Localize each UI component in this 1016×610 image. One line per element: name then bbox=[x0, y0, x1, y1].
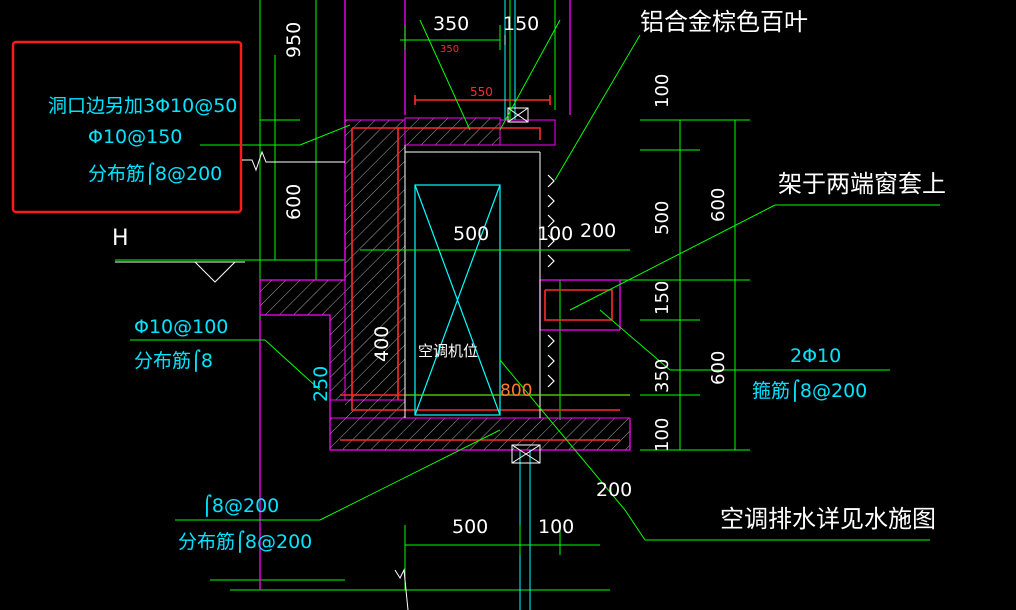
dim-v-400: 400 bbox=[371, 326, 393, 362]
leader-lines bbox=[130, 19, 940, 541]
level-mark bbox=[115, 261, 245, 283]
louver-blades bbox=[547, 174, 555, 388]
note-box-line1: 洞口边另加3Φ10@50 bbox=[48, 95, 237, 117]
note-louver: 铝合金棕色百叶 bbox=[640, 8, 808, 36]
dim-r-600-top: 600 bbox=[708, 188, 729, 222]
dim-v-250: 250 bbox=[310, 366, 332, 402]
note-right-line1: 2Φ10 bbox=[790, 345, 841, 367]
dim-v-600-left: 600 bbox=[283, 184, 305, 220]
right-dimension-lines bbox=[640, 119, 750, 451]
note-left-line1: Φ10@100 bbox=[134, 316, 228, 338]
dim-v-950: 950 bbox=[283, 22, 305, 58]
break-marks bbox=[242, 150, 409, 610]
dim-top-350-small: 350 bbox=[440, 44, 459, 55]
note-box-line3: 分布筋⌠8@200 bbox=[88, 162, 222, 185]
bottom-dimension-lines bbox=[260, 0, 630, 590]
louver-frames bbox=[499, 0, 556, 610]
dim-mid-500: 500 bbox=[453, 223, 489, 245]
note-box-line2: Φ10@150 bbox=[88, 126, 182, 148]
dim-top-350: 350 bbox=[433, 13, 469, 35]
inner-outline bbox=[404, 145, 541, 418]
ac-unit-box bbox=[414, 184, 501, 416]
note-bottom-line2: 分布筋⌠8@200 bbox=[178, 530, 312, 553]
dim-b-200: 200 bbox=[596, 479, 632, 501]
dim-r-100-top: 100 bbox=[652, 74, 673, 108]
dim-r-150: 150 bbox=[652, 281, 673, 315]
note-window-rest: 架于两端窗套上 bbox=[778, 170, 946, 198]
dim-top-550: 550 bbox=[470, 85, 493, 99]
dim-b-500: 500 bbox=[452, 516, 488, 538]
dim-r-500: 500 bbox=[652, 201, 673, 235]
note-drainage: 空调排水详见水施图 bbox=[720, 505, 936, 533]
dim-b-100: 100 bbox=[538, 516, 574, 538]
note-bottom-line1: ⌠8@200 bbox=[202, 494, 279, 517]
dim-h-800: 800 bbox=[500, 381, 532, 401]
annotation-highlight-box bbox=[11, 40, 243, 214]
note-ac-position: 空调机位 bbox=[418, 342, 478, 360]
dim-r-100-bot: 100 bbox=[652, 418, 673, 452]
dim-top-150: 150 bbox=[503, 13, 539, 35]
note-right-line2: 箍筋⌠8@200 bbox=[752, 379, 867, 402]
dim-r-600-bot: 600 bbox=[708, 351, 729, 385]
dim-mid-200: 200 bbox=[580, 220, 616, 242]
note-left-line2: 分布筋⌠8 bbox=[134, 349, 213, 372]
dim-mid-100: 100 bbox=[537, 223, 573, 245]
level-mark-label: H bbox=[112, 226, 129, 251]
dim-r-350: 350 bbox=[652, 359, 673, 393]
